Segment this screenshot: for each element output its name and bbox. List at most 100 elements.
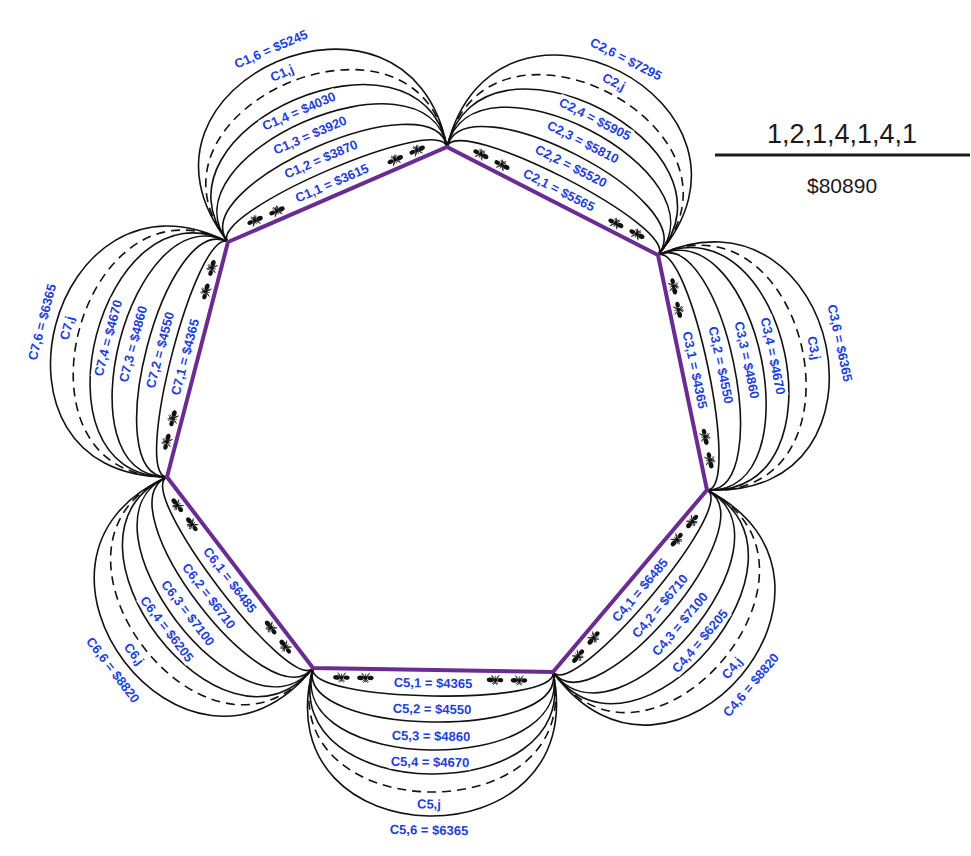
ant-icon [703,451,716,469]
cost-label: C3,3 = $4860 [732,318,764,402]
ant-icon [668,530,686,549]
ant-icon [262,618,280,637]
tour-heptagon [167,147,707,672]
cost-arc [553,490,748,704]
ant-legs [411,144,422,156]
cost-label: C5,2 = $4550 [391,701,474,717]
dashed-arc [73,230,228,477]
ant-legs [271,205,282,217]
ant-body [675,301,681,308]
ant-body [333,675,340,680]
ant-legs [338,672,346,682]
cost-label: C1,6 = $5245 [230,26,312,73]
ant-legs [668,281,679,291]
ant-legs [171,499,184,511]
ant-body [269,210,276,216]
cost-arc [553,490,735,693]
cost-arc [658,248,789,491]
cost-label: C5,1 = $4365 [391,675,474,691]
ant-body [670,278,676,285]
ant-legs [167,413,179,423]
tour-sequence: 1,2,1,4,1,4,1 [767,119,917,149]
cost-arc [137,477,313,687]
ant-legs [673,305,684,315]
ant-icon [471,146,490,162]
cost-arc [137,239,228,477]
dashed-arc [206,70,447,242]
cost-label: C3,2 = $4550 [705,323,737,407]
cost-arc [307,668,556,816]
cost-arc [447,55,691,255]
cost-arc [199,49,447,242]
cost-label: C4,j [717,653,746,684]
ant-legs [610,217,622,230]
cost-label: C3,4 = $4670 [757,314,789,398]
ant-legs [670,533,683,546]
ant-group [160,142,717,685]
ant-legs [704,455,715,465]
dashed-arc [553,490,759,713]
ant-icon [205,259,219,277]
ant-icon [166,409,180,427]
arc-group [50,49,829,816]
cost-arc [311,668,554,750]
ant-icon [667,277,680,295]
cost-arc [658,242,829,490]
cost-arc [90,233,228,477]
ant-legs [249,214,260,226]
ant-legs [206,263,218,273]
cost-arc [223,124,447,242]
ant-body [357,675,364,680]
ant-legs [699,432,710,442]
ant-icon [246,213,265,229]
cost-arc [312,668,553,722]
ant-icon [584,628,602,647]
ant-icon [672,301,685,319]
cost-arc [447,126,664,255]
cost-label: C2,j [598,69,630,95]
ant-body [247,219,254,225]
ant-icon [357,673,374,683]
ant-legs [475,148,487,161]
ant-icon [386,152,405,168]
ant-icon [627,226,646,242]
ant-icon [183,515,201,534]
ant-body [387,158,394,164]
cost-label: C3,j [804,333,824,363]
ant-body [521,678,527,683]
ant-legs [186,518,199,530]
ant-legs [279,641,292,653]
ant-legs [362,673,370,683]
ant-icon [606,215,625,231]
ant-legs [515,675,523,685]
total-cost: $80890 [807,174,877,198]
ant-icon [487,675,504,685]
ant-body [487,677,494,682]
ant-icon [199,282,213,300]
ant-legs [161,437,173,447]
cost-label: C5,6 = $6365 [387,822,470,838]
cost-label: C7,j [56,313,78,344]
ant-icon [267,203,286,219]
cost-label: C5,4 = $4670 [389,754,472,770]
ant-legs [631,228,643,241]
fraction-bar [715,154,970,157]
cost-label: C6,j [120,639,149,670]
dashed-arc [309,668,556,792]
ant-body [409,149,416,155]
cost-arc [122,477,313,697]
ant-legs [686,515,699,528]
ant-body [511,678,518,683]
ant-icon [408,142,427,158]
ant-body [497,678,503,683]
dashed-arc [111,477,313,705]
ant-icon [699,428,712,446]
cost-label: C7,6 = $6365 [24,280,59,364]
cost-arc [447,107,671,255]
cost-label: C5,3 = $4860 [390,728,473,744]
ant-legs [389,154,400,166]
ant-legs [200,286,212,296]
cost-arc [310,668,555,774]
ant-icon [333,672,350,682]
